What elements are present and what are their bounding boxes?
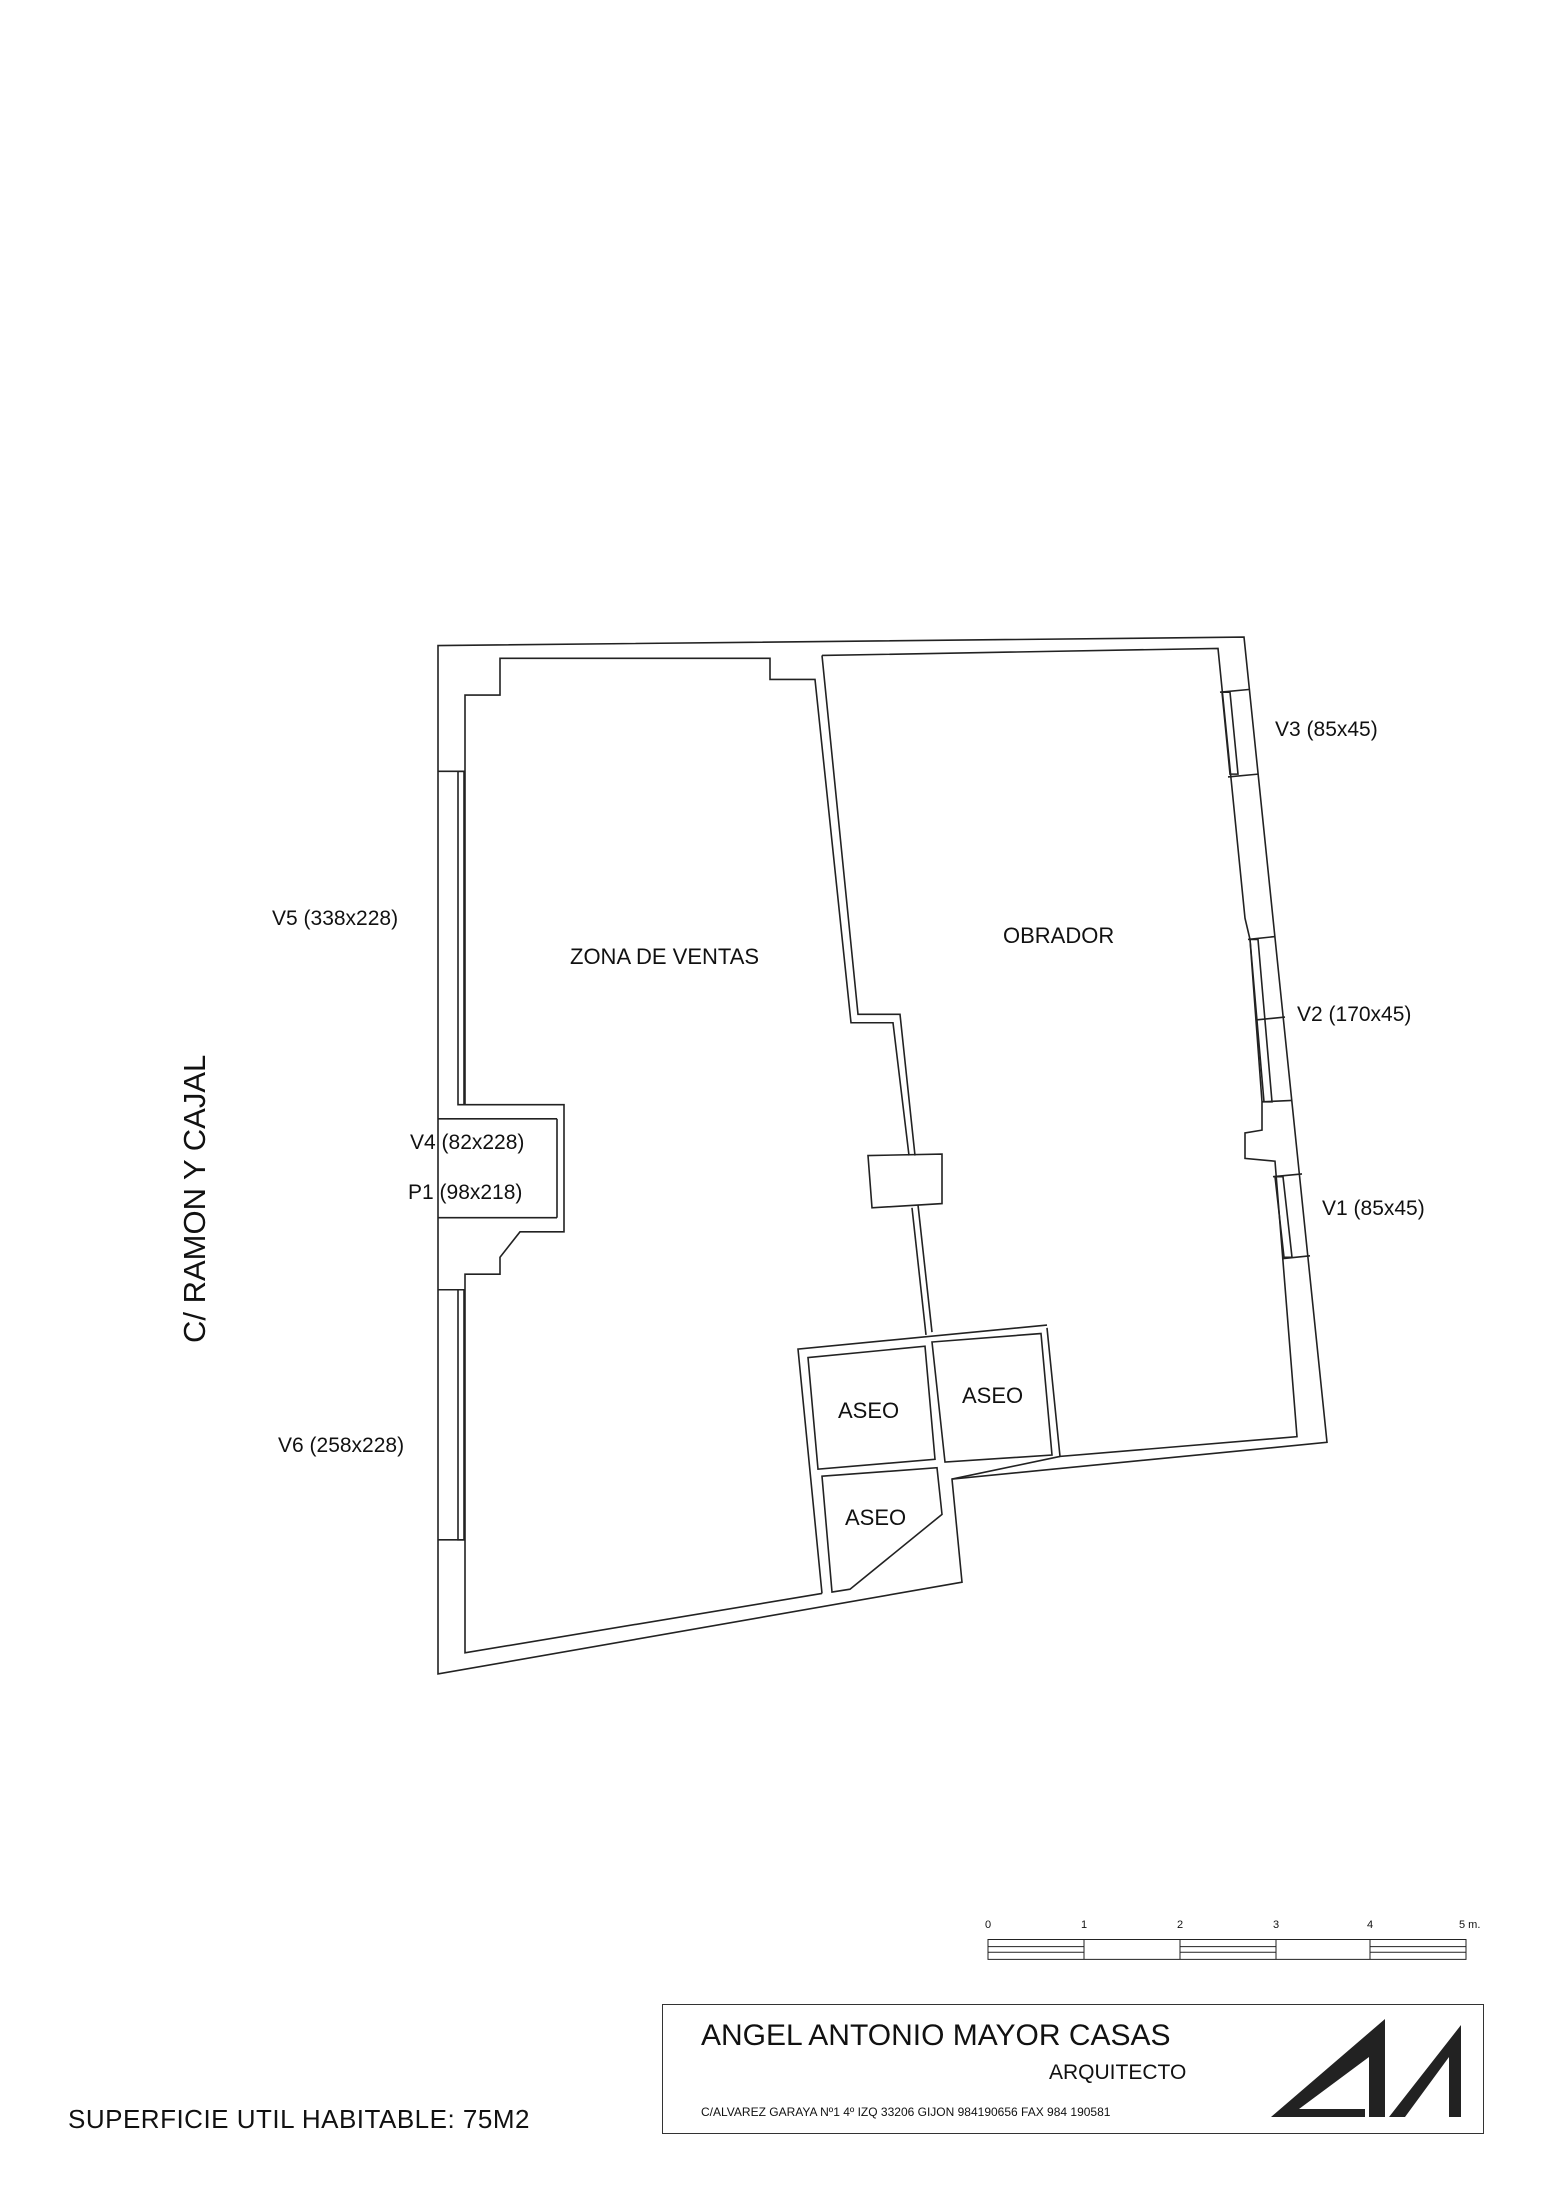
opening-label-v3: V3 (85x45) xyxy=(1275,718,1378,741)
scale-tick-4: 4 xyxy=(1367,1919,1374,1931)
architect-name: ANGEL ANTONIO MAYOR CASAS xyxy=(701,2019,1171,2052)
room-label-aseo-1: ASEO xyxy=(838,1398,900,1423)
opening-label-p1: P1 (98x218) xyxy=(408,1181,523,1204)
partition-wall-lower-b xyxy=(918,1205,932,1332)
architect-address: C/ALVAREZ GARAYA Nº1 4º IZQ 33206 GIJON … xyxy=(701,2105,1111,2119)
room-label-zona-ventas: ZONA DE VENTAS xyxy=(570,944,760,969)
scale-tick-2: 2 xyxy=(1177,1919,1184,1931)
outer-wall xyxy=(438,637,1327,1674)
area-note: SUPERFICIE UTIL HABITABLE: 75M2 xyxy=(68,2104,530,2134)
architect-role: ARQUITECTO xyxy=(1049,2061,1187,2084)
room-label-aseo-3: ASEO xyxy=(845,1505,907,1530)
opening-label-v6: V6 (258x228) xyxy=(278,1434,405,1457)
aseo-block-wall xyxy=(798,1325,1047,1593)
scale-tick-5: 5 m. xyxy=(1459,1919,1481,1931)
aseo-2-room xyxy=(932,1334,1052,1463)
partition-wall-upper xyxy=(822,655,915,1155)
title-block: ANGEL ANTONIO MAYOR CASAS ARQUITECTO C/A… xyxy=(662,2004,1484,2134)
aseo-1-room xyxy=(808,1346,935,1469)
window-v2 xyxy=(1248,937,1292,1102)
scale-bar xyxy=(988,1940,1466,1960)
opening-label-v2: V2 (170x45) xyxy=(1297,1003,1412,1026)
architect-logo xyxy=(1271,2019,1461,2117)
scale-tick-3: 3 xyxy=(1273,1919,1280,1931)
window-v5 xyxy=(438,771,465,1104)
street-label: C/ RAMON Y CAJAL xyxy=(177,1054,212,1343)
opening-label-v4: V4 (82x228) xyxy=(410,1131,525,1154)
room-label-obrador: OBRADOR xyxy=(1003,923,1115,948)
zona-ventas-wall xyxy=(465,658,909,1652)
window-v3 xyxy=(1220,689,1258,777)
window-v1 xyxy=(1273,1174,1310,1259)
obrador-wall xyxy=(822,648,1297,1456)
opening-label-v5: V5 (338x228) xyxy=(272,907,399,930)
partition-wall-lower xyxy=(912,1208,926,1335)
aseo-3-room xyxy=(822,1468,942,1592)
opening-label-v1: V1 (85x45) xyxy=(1322,1197,1425,1220)
scale-tick-1: 1 xyxy=(1081,1919,1088,1931)
aseo-block-bottom xyxy=(952,1456,1060,1479)
window-v6 xyxy=(438,1290,465,1540)
pillar xyxy=(868,1154,942,1208)
room-label-aseo-2: ASEO xyxy=(962,1383,1024,1408)
scale-tick-0: 0 xyxy=(985,1919,992,1931)
